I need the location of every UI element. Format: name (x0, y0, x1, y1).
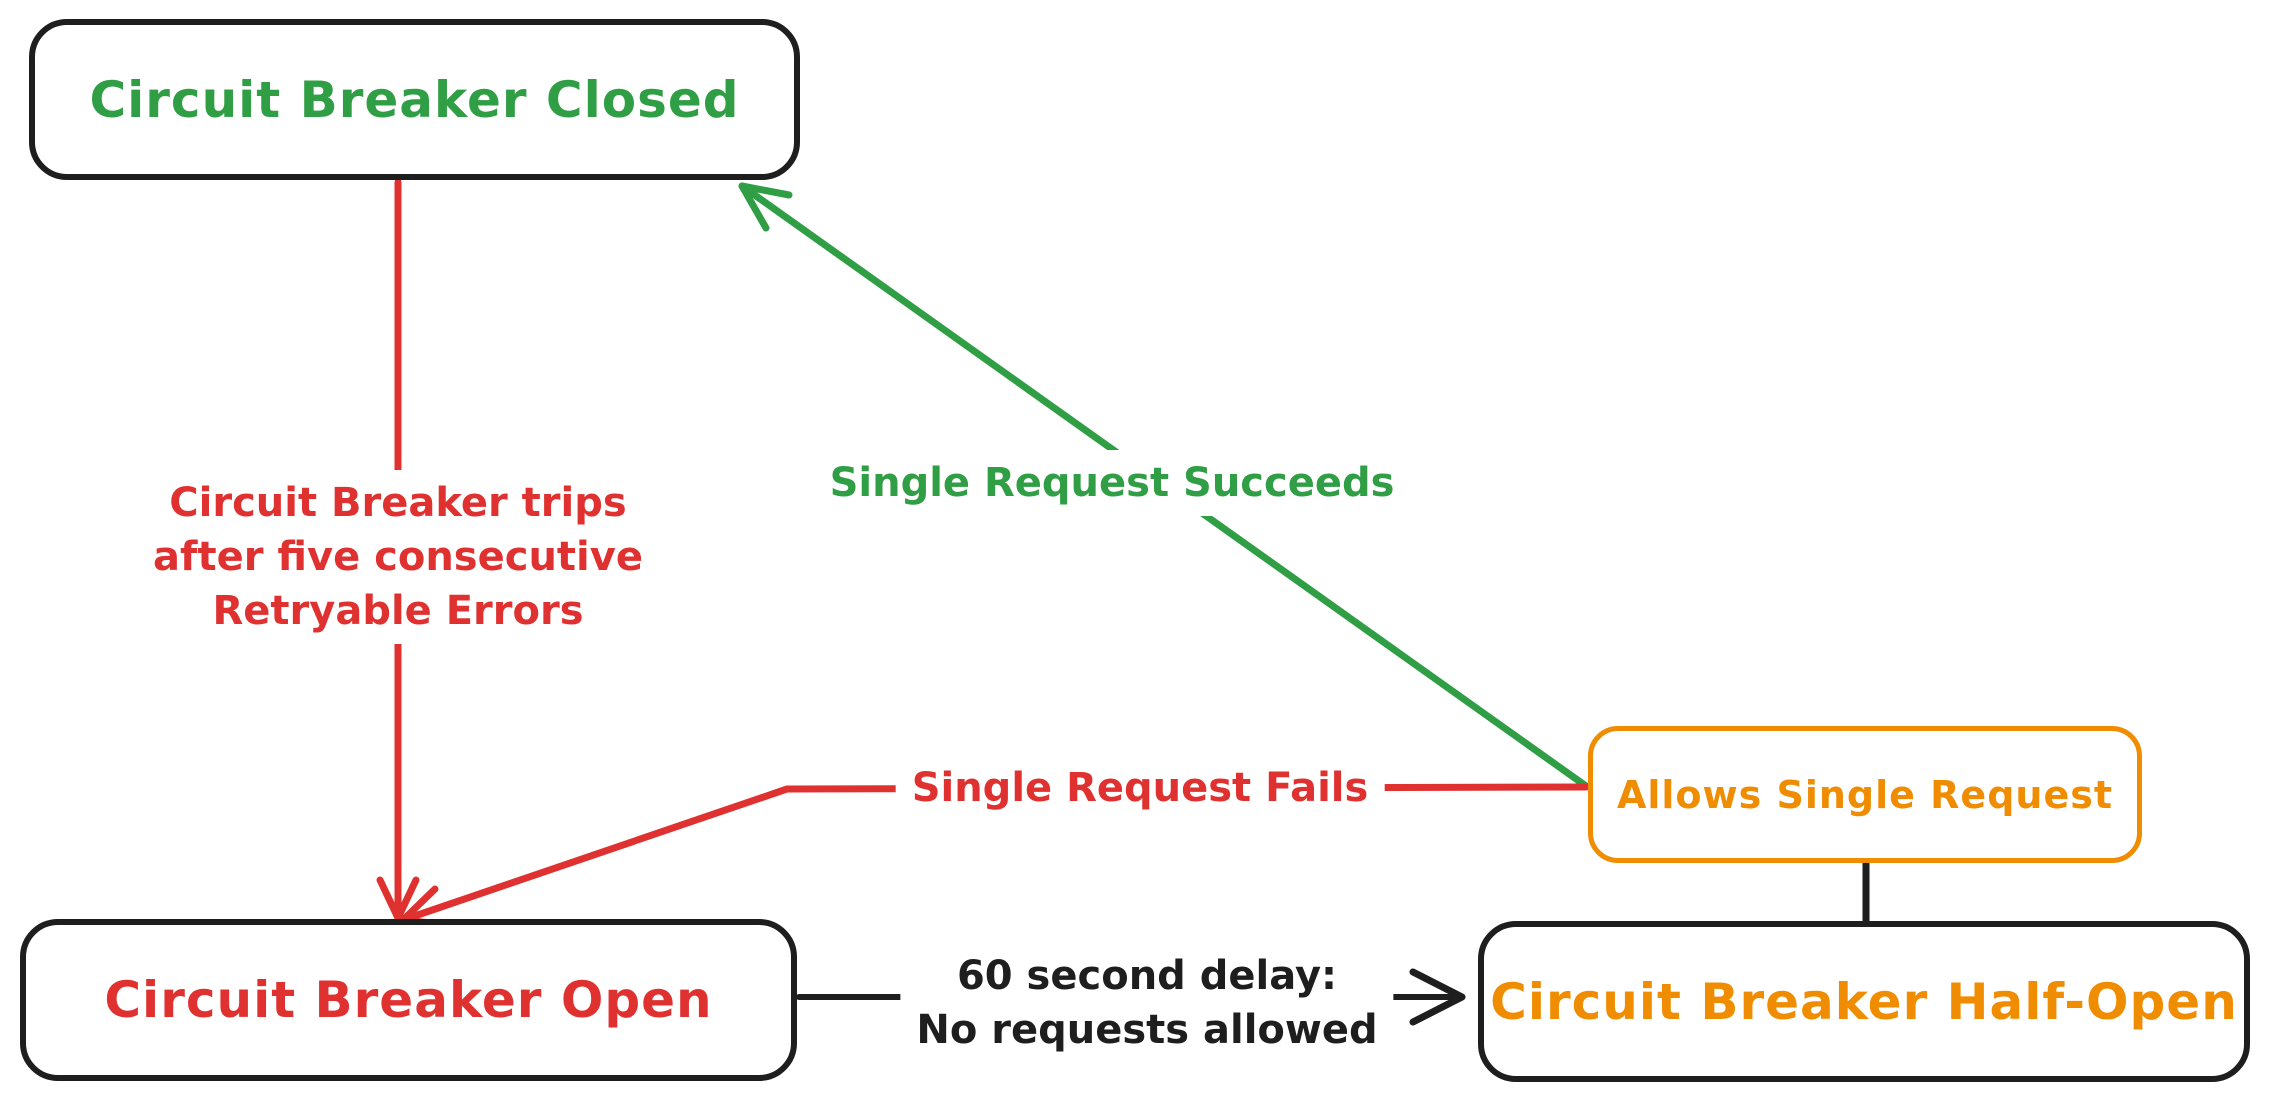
edge-trips-arrowhead (376, 876, 420, 922)
edge-succeeds-arrowhead (738, 182, 793, 232)
node-circuit-breaker-open-label: Circuit Breaker Open (104, 971, 713, 1029)
edge-delay-arrowhead (1409, 968, 1466, 1026)
edge-label-succeeds: Single Request Succeeds (813, 450, 1411, 516)
node-allows-single-request: Allows Single Request (1588, 726, 2142, 863)
node-allows-single-request-label: Allows Single Request (1616, 772, 2114, 817)
node-circuit-breaker-half-open: Circuit Breaker Half-Open (1478, 921, 2250, 1082)
edge-label-delay: 60 second delay: No requests allowed (900, 943, 1394, 1063)
node-circuit-breaker-open: Circuit Breaker Open (20, 919, 797, 1081)
node-circuit-breaker-closed: Circuit Breaker Closed (29, 19, 800, 180)
edge-label-trips-line3: Retryable Errors (212, 588, 584, 634)
node-circuit-breaker-half-open-label: Circuit Breaker Half-Open (1490, 972, 2238, 1031)
edge-label-trips: Circuit Breaker trips after five consecu… (137, 470, 659, 644)
edge-label-trips-line2: after five consecutive (153, 534, 643, 580)
edge-label-fails: Single Request Fails (895, 755, 1385, 821)
edge-label-delay-line1: 60 second delay: (956, 953, 1338, 999)
node-circuit-breaker-closed-label: Circuit Breaker Closed (89, 70, 740, 129)
edge-label-delay-line2: No requests allowed (916, 1007, 1378, 1053)
edge-label-trips-line1: Circuit Breaker trips (169, 480, 627, 526)
